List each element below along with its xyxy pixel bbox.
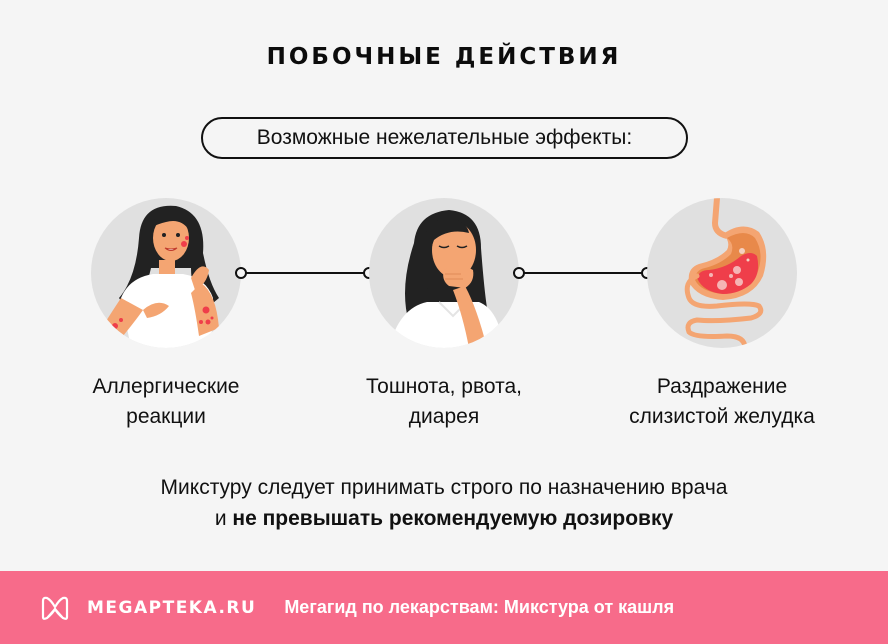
- megapteka-logo-icon[interactable]: [39, 595, 71, 621]
- footer-tagline: Мегагид по лекарствам: Микстура от кашля: [284, 597, 675, 617]
- effect-label-stomach: Раздражение слизистой желудка: [602, 372, 842, 432]
- effect-label-line: диарея: [408, 405, 480, 428]
- connector-line-2: [519, 272, 647, 274]
- effect-label-line: Аллергические: [92, 375, 240, 398]
- note-line-2: и не превышать рекомендуемую дозировку: [0, 503, 888, 534]
- footer-bar: MEGAPTEKA.RU Мегагид по лекарствам: Микс…: [0, 571, 888, 644]
- connector-node: [235, 267, 247, 279]
- subtitle-text: Возможные нежелательные эффекты:: [256, 126, 633, 149]
- effect-label-line: Раздражение: [656, 375, 788, 398]
- effect-label-nausea: Тошнота, рвота, диарея: [324, 372, 564, 432]
- note-prefix: и: [214, 507, 233, 530]
- subtitle-pill: Возможные нежелательные эффекты:: [201, 117, 688, 159]
- effect-label-line: реакции: [126, 405, 206, 428]
- connector-node: [513, 267, 525, 279]
- allergy-woman-illustration: [91, 198, 241, 348]
- effect-label-line: слизистой желудка: [629, 405, 815, 428]
- stomach-illustration: [647, 198, 797, 348]
- effect-label-allergy: Аллергические реакции: [46, 372, 286, 432]
- dosage-note: Микстуру следует принимать строго по наз…: [0, 472, 888, 534]
- page-title: ПОБОЧНЫЕ ДЕЙСТВИЯ: [266, 44, 622, 70]
- connector-line-1: [241, 272, 369, 274]
- nausea-woman-illustration: [369, 198, 519, 348]
- note-bold-warning: не превышать рекомендуемую дозировку: [232, 507, 674, 530]
- brand-name[interactable]: MEGAPTEKA.RU: [87, 597, 257, 618]
- effect-label-line: Тошнота, рвота,: [366, 375, 522, 398]
- note-line-1: Микстуру следует принимать строго по наз…: [160, 476, 728, 499]
